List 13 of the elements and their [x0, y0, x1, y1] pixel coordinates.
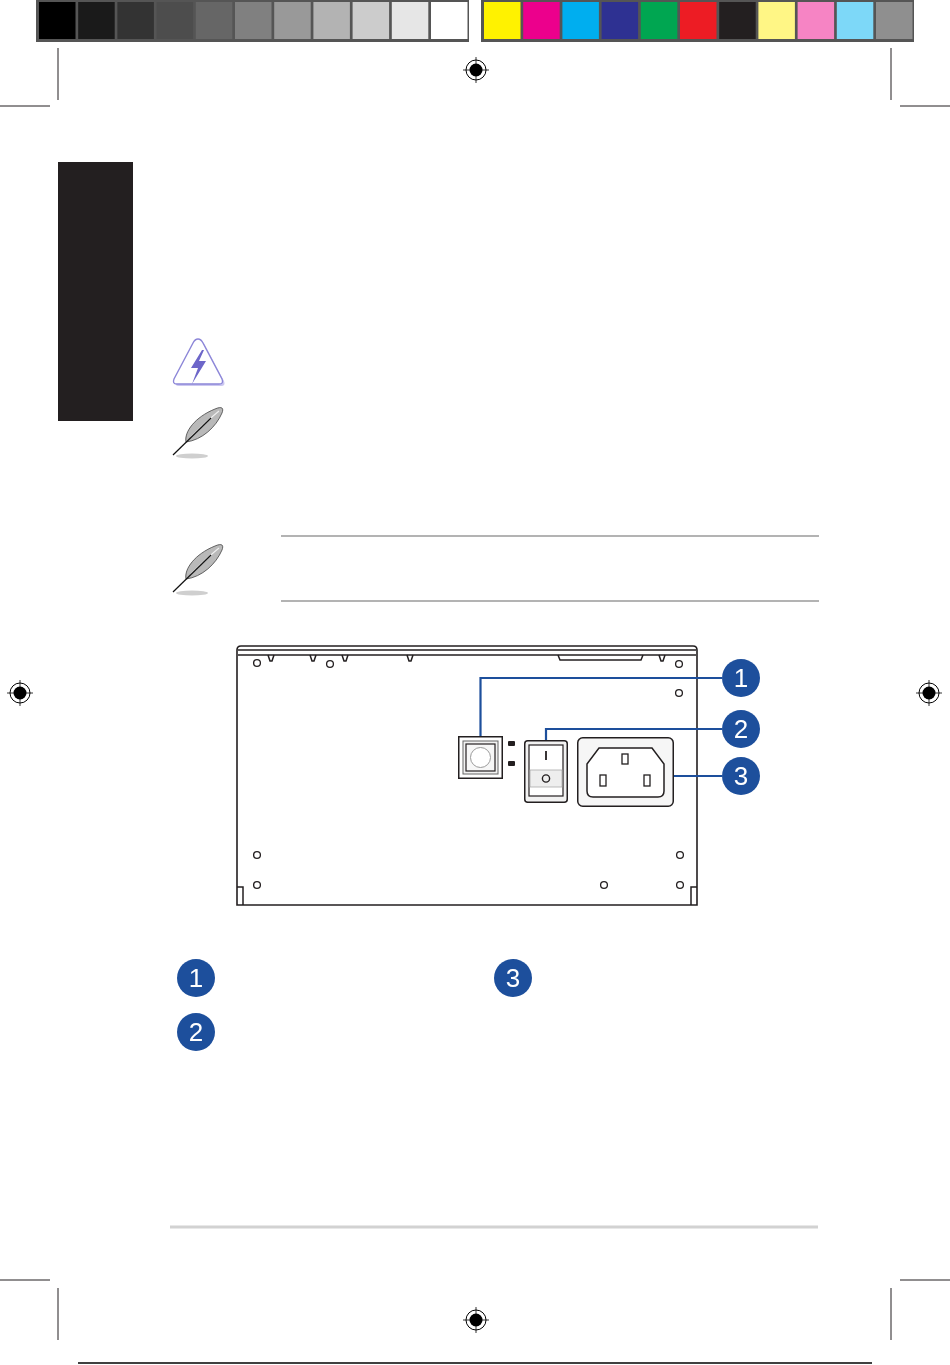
leader-line	[479, 676, 722, 736]
callout-number: 1	[177, 959, 215, 997]
callout-number: 3	[722, 757, 760, 795]
callout-number: 2	[722, 710, 760, 748]
rocker-switch	[524, 740, 568, 803]
section-tab	[58, 162, 133, 421]
callout-number: 3	[494, 959, 532, 997]
leader-line	[674, 774, 722, 778]
push-button	[458, 736, 503, 779]
leader-line	[544, 727, 722, 740]
power-inlet	[577, 737, 674, 807]
callout-number: 2	[177, 1013, 215, 1051]
callout-number: 1	[722, 659, 760, 697]
